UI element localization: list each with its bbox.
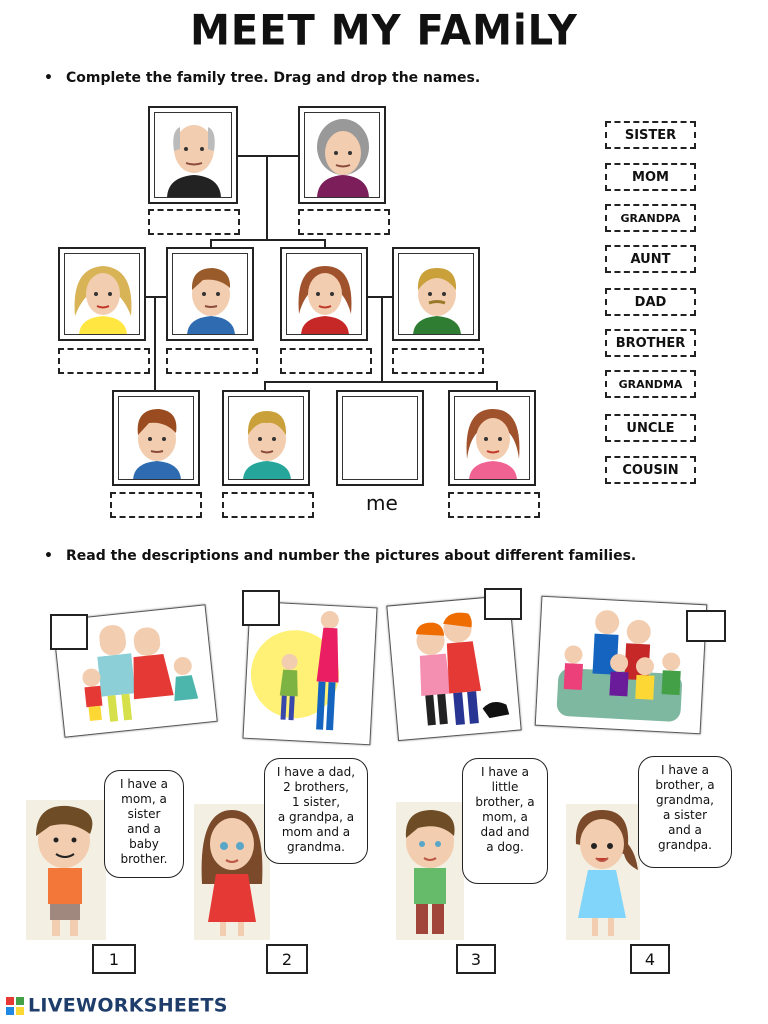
family-picture-d-illustration xyxy=(556,610,682,722)
word-mom[interactable]: MOM xyxy=(605,163,696,191)
girl-2-icon xyxy=(201,810,263,936)
page-title: MEET MY FAMiLY xyxy=(190,6,578,56)
instruction-tree-text: Complete the family tree. Drag and drop … xyxy=(66,70,481,86)
speech-bubble-3: I have a little brother, a mom, a dad an… xyxy=(462,758,548,884)
word-grandma[interactable]: GRANDMA xyxy=(605,370,696,398)
family-picture-b xyxy=(242,600,378,746)
tree-photo-dad xyxy=(166,247,254,341)
drop-box-mom[interactable] xyxy=(280,348,372,374)
speech-bubble-4: I have a brother, a grandma, a sister an… xyxy=(638,756,732,868)
boy-1-icon xyxy=(36,805,93,936)
girl-4-icon xyxy=(575,810,638,936)
me-label: me xyxy=(366,491,398,515)
footer-brand-text: LIVEWORKSHEETS xyxy=(28,994,228,1017)
tree-photo-grandpa xyxy=(148,106,238,204)
drop-box-aunt[interactable] xyxy=(58,348,150,374)
speech-bubble-1: I have a mom, a sister and a baby brothe… xyxy=(104,770,184,878)
word-grandpa[interactable]: GRANDPA xyxy=(605,204,696,232)
word-cousin[interactable]: COUSIN xyxy=(605,456,696,484)
character-3 xyxy=(396,802,464,940)
family-picture-b-illustration xyxy=(250,610,339,731)
number-box-picture-a[interactable] xyxy=(50,614,88,650)
word-dad[interactable]: DAD xyxy=(605,288,696,316)
grandma-face-icon xyxy=(317,119,369,197)
dad-face-icon xyxy=(187,268,235,334)
family-picture-c xyxy=(386,594,522,742)
liveworksheets-logo-icon xyxy=(6,996,24,1015)
family-picture-a xyxy=(52,604,218,738)
instruction-descriptions-text: Read the descriptions and number the pic… xyxy=(66,548,637,564)
instruction-tree: • Complete the family tree. Drag and drop… xyxy=(44,70,480,86)
tree-photo-me xyxy=(336,390,424,486)
grandpa-face-icon xyxy=(155,113,231,197)
drop-box-grandpa[interactable] xyxy=(148,209,240,235)
family-picture-c-illustration xyxy=(415,612,510,726)
tree-photo-aunt xyxy=(58,247,146,341)
tree-photo-uncle xyxy=(392,247,480,341)
instruction-descriptions: • Read the descriptions and number the pi… xyxy=(44,548,636,564)
number-box-picture-d[interactable] xyxy=(686,610,726,642)
description-number-4: 4 xyxy=(630,944,670,974)
character-4 xyxy=(566,804,640,940)
boy-3-icon xyxy=(405,810,455,934)
sister-face-icon xyxy=(466,409,520,479)
description-number-3: 3 xyxy=(456,944,496,974)
tree-photo-cousin xyxy=(112,390,200,486)
bullet-icon: • xyxy=(44,70,53,86)
drop-box-uncle[interactable] xyxy=(392,348,484,374)
drop-box-sister[interactable] xyxy=(448,492,540,518)
word-aunt[interactable]: AUNT xyxy=(605,245,696,273)
family-picture-d xyxy=(534,595,708,735)
number-box-picture-b[interactable] xyxy=(242,590,280,626)
tree-photo-grandma xyxy=(298,106,386,204)
bullet-icon: • xyxy=(44,548,53,564)
word-sister[interactable]: SISTER xyxy=(605,121,696,149)
brother-face-icon xyxy=(243,411,291,479)
character-2 xyxy=(194,804,270,940)
mom-face-icon xyxy=(298,266,352,334)
aunt-face-icon xyxy=(74,266,132,334)
tree-photo-brother xyxy=(222,390,310,486)
tree-photo-mom xyxy=(280,247,368,341)
uncle-face-icon xyxy=(413,268,461,334)
number-box-picture-c[interactable] xyxy=(484,588,522,620)
cousin-face-icon xyxy=(133,409,181,479)
family-picture-a-illustration xyxy=(82,625,199,722)
speech-bubble-2: I have a dad, 2 brothers, 1 sister, a gr… xyxy=(264,758,368,864)
word-brother[interactable]: BROTHER xyxy=(605,329,696,357)
drop-box-dad[interactable] xyxy=(166,348,258,374)
description-number-2: 2 xyxy=(266,944,308,974)
drop-box-grandma[interactable] xyxy=(298,209,390,235)
footer-brand: LIVEWORKSHEETS xyxy=(6,994,228,1017)
word-uncle[interactable]: UNCLE xyxy=(605,414,696,442)
description-number-1: 1 xyxy=(92,944,136,974)
drop-box-brother[interactable] xyxy=(222,492,314,518)
drop-box-cousin[interactable] xyxy=(110,492,202,518)
tree-photo-sister xyxy=(448,390,536,486)
character-1 xyxy=(26,800,106,940)
